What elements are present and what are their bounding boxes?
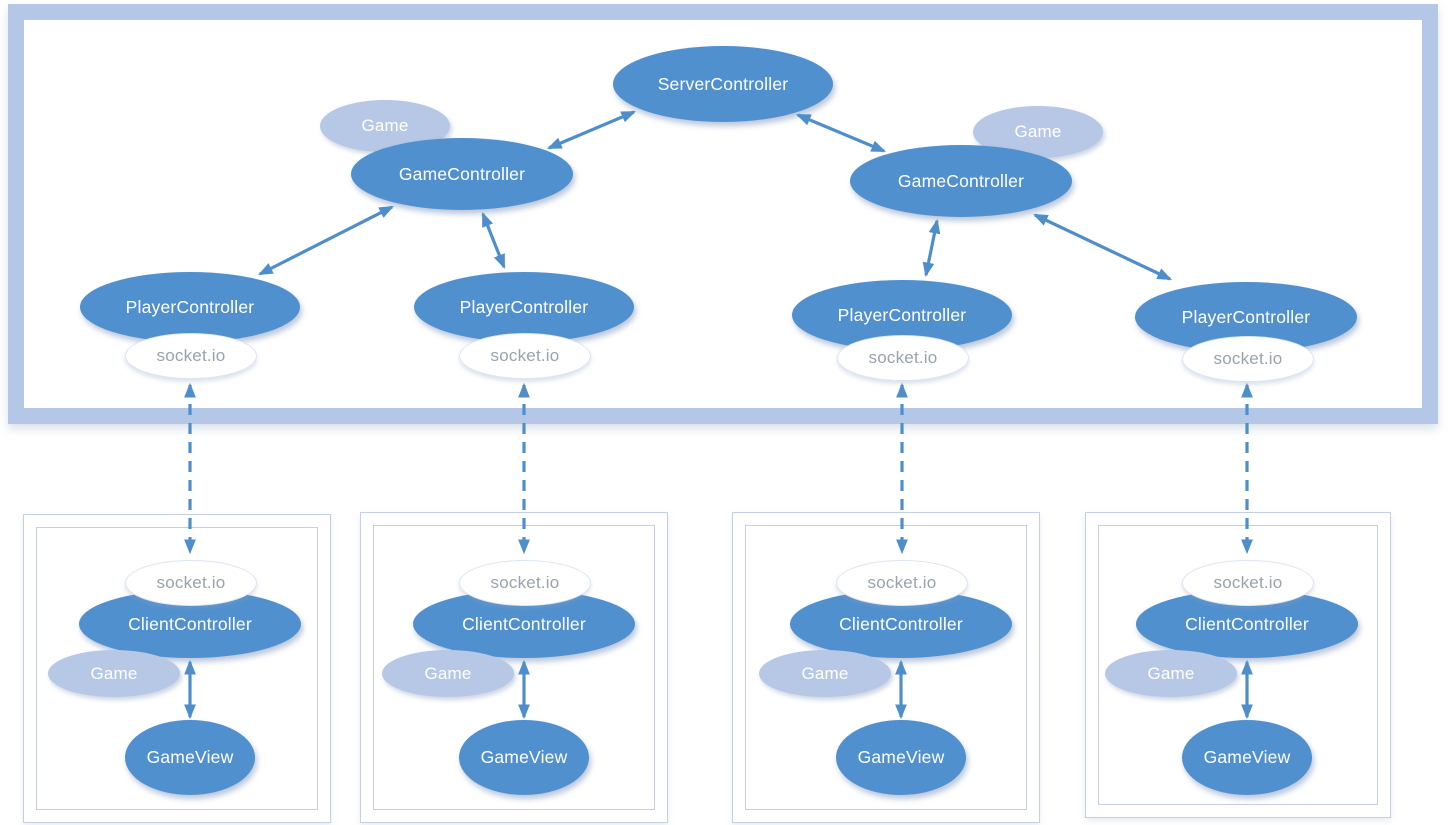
client-box-4 [1085,512,1391,818]
client-box-3-inner-border [745,525,1027,810]
socket-io-server-3-node: socket.io [837,335,969,381]
socket-io-server-2-node: socket.io [459,333,591,379]
game-controller-right-node: GameController [850,145,1072,217]
player-controller-2-node: PlayerController [414,272,634,342]
client-box-2 [360,512,668,823]
client-2-socket-io-node: socket.io [459,560,591,606]
game-controller-left-node: GameController [351,138,573,210]
client-2-controller-node: ClientController [413,590,635,658]
client-1-socket-io-node: socket.io [125,560,257,606]
client-4-game-view-node: GameView [1182,720,1312,795]
server-controller-node: ServerController [613,46,833,122]
client-box-3 [732,512,1040,823]
client-1-game-view-node: GameView [125,720,255,795]
client-4-socket-io-node: socket.io [1182,560,1314,606]
client-2-game-node: Game [382,650,514,697]
client-2-game-view-node: GameView [459,720,589,795]
client-4-game-node: Game [1105,650,1237,697]
player-controller-1-node: PlayerController [80,272,300,342]
client-box-4-inner-border [1098,525,1378,805]
socket-io-server-1-node: socket.io [125,333,257,379]
client-3-game-node: Game [759,650,891,697]
client-box-2-inner-border [373,525,655,810]
server-boundary-box [8,4,1438,424]
client-3-socket-io-node: socket.io [836,560,968,606]
client-1-game-node: Game [48,650,180,697]
client-3-game-view-node: GameView [836,720,966,795]
client-box-1 [23,514,331,823]
client-box-1-inner-border [36,527,318,810]
socket-io-server-4-node: socket.io [1182,336,1314,382]
